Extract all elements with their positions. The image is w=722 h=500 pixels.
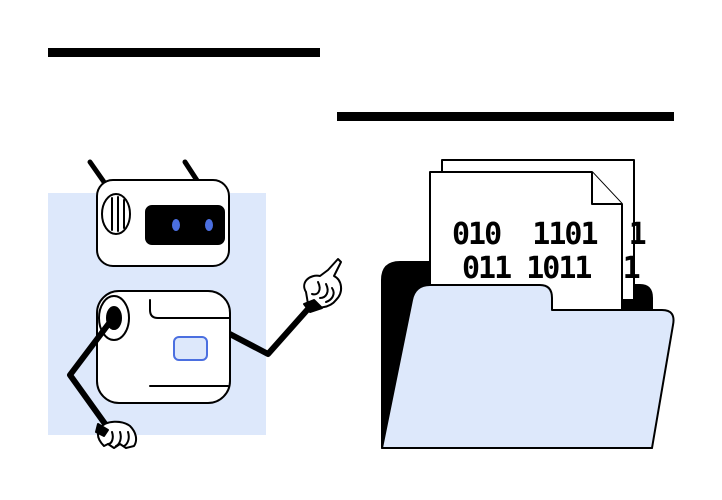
heading-bar-left [48, 48, 320, 57]
robot-chest-button [173, 336, 208, 361]
robot-head-dial [101, 193, 131, 235]
robot-eye-right [205, 219, 213, 231]
document-icon: 010 1101 1 011 1011 1 [429, 171, 648, 321]
binary-line-2: 011 1011 1 [462, 251, 640, 286]
robot-hand-left [95, 420, 138, 449]
robot-arm-left [67, 319, 113, 431]
robot-eye-left [172, 219, 180, 231]
folder-front [381, 284, 675, 449]
robot-arm-right [223, 297, 319, 357]
robot-body-panel [149, 299, 231, 319]
document-dog-ear [591, 172, 622, 205]
binary-line-1: 010 1101 1 [452, 217, 646, 252]
heading-bar-right [337, 112, 674, 121]
robot-visor [145, 205, 225, 245]
folder-icon: 010 1101 1 011 1011 1 [381, 159, 675, 449]
robot-hand-right [303, 258, 342, 313]
robot-icon [67, 159, 342, 449]
